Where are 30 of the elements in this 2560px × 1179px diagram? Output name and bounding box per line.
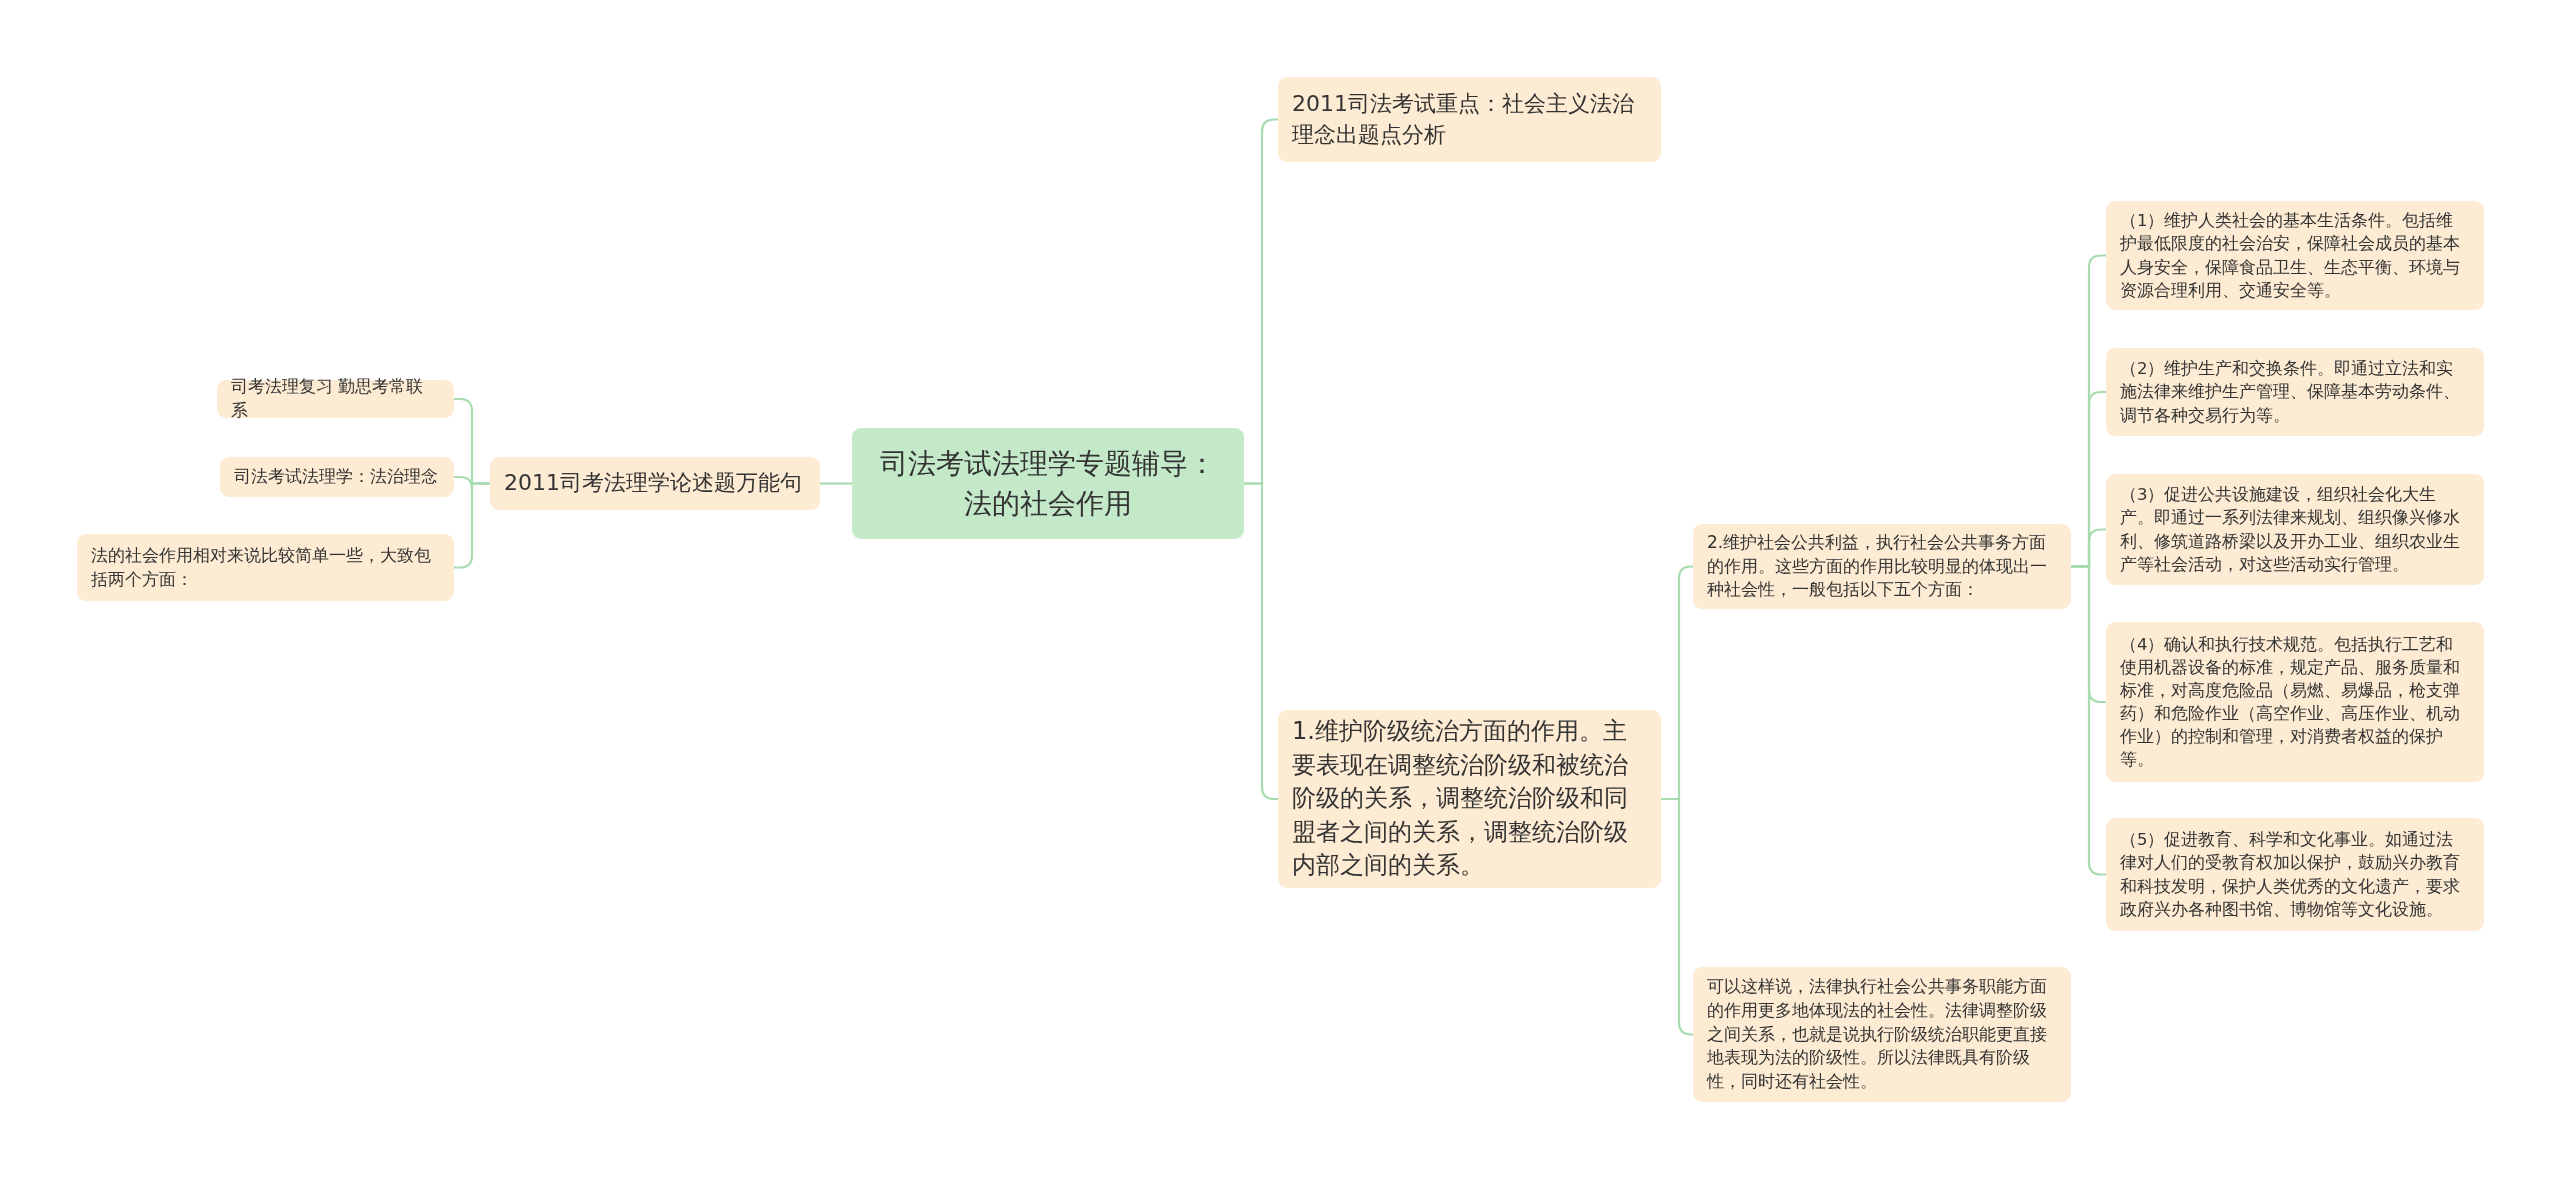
subtopic-box xyxy=(1693,967,2071,1102)
node-text: （2）维护生产和交换条件。即通过立法和实施法律来维护生产管理、保障基本劳动条件、调节各种交易行为等。 xyxy=(2120,358,2461,427)
node-text: （5）促进教育、科学和文化事业。如通过法律对人们的受教育权加以保护，鼓励兴办教育和科技发明，保护人类优秀的文化遗产，要求政府兴办各种图书馆、博物馆等文化设施。 xyxy=(2120,829,2461,921)
node-text: （4）确认和执行技术规范。包括执行工艺和使用机器设备的标准，规定产品、服务质量和标准，对高度危险品（易燃、易爆品，枪支弹药）和危险作业（高空作业、高压作业、机动作业）的控制和管理，对消费者权益的保护等。 xyxy=(2120,633,2461,772)
subtopic-box xyxy=(2106,201,2484,310)
subtopic-box xyxy=(220,457,454,497)
node-text: 2011司法考试重点：社会主义法治理念出题点分析 xyxy=(1292,89,1635,149)
connector-line xyxy=(1661,797,1693,1036)
node-text: 司法考试法理学专题辅导：法的社会作用 xyxy=(879,446,1217,522)
topic-box xyxy=(1278,77,1661,162)
node-text: 可以这样说，法律执行社会公共事务职能方面的作用更多地体现法的社会性。法律调整阶级之间关系，也就是说执行阶级统治职能更直接地表现为法的阶级性。所以法律既具有阶级性，同时还有社会性。 xyxy=(1707,975,2048,1094)
node-text: 法的社会作用相对来说比较简单一些，大致包括两个方面： xyxy=(91,543,432,591)
subtopic-box xyxy=(1693,524,2071,609)
connector-line xyxy=(820,482,852,485)
topic-box xyxy=(490,457,820,510)
central-topic-box xyxy=(852,428,1244,539)
subtopic-box xyxy=(2106,818,2484,931)
node-text: 2011司考法理学论述题万能句 xyxy=(504,469,802,498)
node-text: 2.维护社会公共利益，执行社会公共事务方面的作用。这些方面的作用比较明显的体现出一种社会性，一般包括以下五个方面： xyxy=(1707,530,2048,602)
subtopic-box xyxy=(77,534,454,601)
subtopic-box xyxy=(2106,622,2484,782)
node-text: 司考法理复习 勤思考常联系 xyxy=(231,375,425,422)
topic-box xyxy=(1278,710,1661,888)
subtopic-box xyxy=(2106,348,2484,436)
subtopic-box xyxy=(2106,474,2484,585)
node-text: （3）促进公共设施建设，组织社会化大生产。即通过一系列法律来规划、组织像兴修水利、修筑道路桥梁以及开办工业、组织农业生产等社会活动，对这些活动实行管理。 xyxy=(2120,484,2461,576)
node-text: 1.维护阶级统治方面的作用。主要表现在调整统治阶级和被统治阶级的关系，调整统治阶级和同盟者之间的关系，调整统治阶级内部之间的关系。 xyxy=(1292,716,1629,882)
subtopic-box xyxy=(217,380,454,418)
node-text: 司法考试法理学：法治理念 xyxy=(234,465,438,489)
node-text: （1）维护人类社会的基本生活条件。包括维护最低限度的社会治安，保障社会成员的基本人身安全，保障食品卫生、生态平衡、环境与资源合理利用、交通安全等。 xyxy=(2120,210,2461,302)
